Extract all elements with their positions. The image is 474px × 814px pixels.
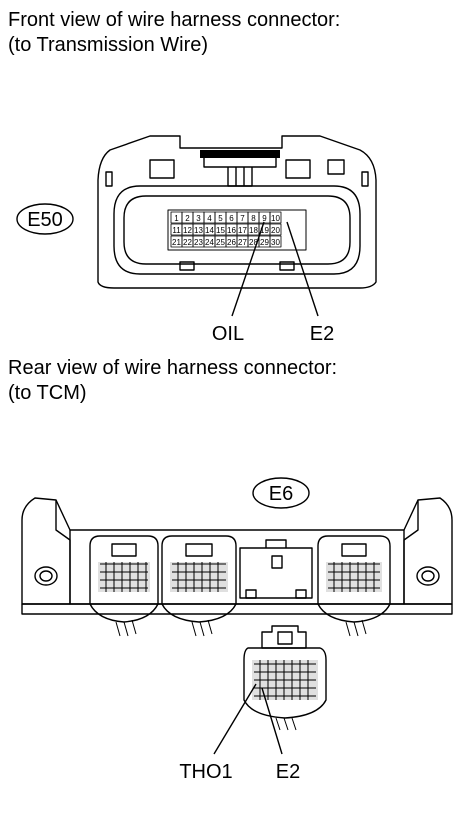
- e6-connector-name: E6: [269, 483, 293, 505]
- e50-pin-label: 12: [183, 226, 192, 235]
- rear-view-caption-line2: (to TCM): [8, 382, 87, 404]
- e50-pin-label: 2: [185, 214, 190, 223]
- front-view-caption-line1: Front view of wire harness connector:: [8, 9, 341, 31]
- e50-pin-label: 8: [251, 214, 256, 223]
- e50-pin-label: 30: [271, 238, 280, 247]
- tcm-socket-right: [317, 535, 391, 637]
- e50-pin-label: 19: [260, 226, 269, 235]
- e50-pin-label: 15: [216, 226, 225, 235]
- e50-pin-label: 27: [238, 238, 247, 247]
- e50-oil-leader: [231, 221, 265, 317]
- e6-e2-leader: [261, 687, 283, 755]
- e50-name-badge: [16, 203, 74, 235]
- e50-pin-label: 18: [249, 226, 258, 235]
- tcm-housing: [21, 497, 453, 615]
- e50-connector-body: [97, 135, 377, 289]
- e50-pin-label: 1: [174, 214, 179, 223]
- e50-callout-oil: OIL: [212, 323, 244, 345]
- e50-pin-numbers: 1 2 3 4 5 6 7 8 9 10 11 12 13 14 15 16 1…: [172, 214, 280, 247]
- e50-pin-label: 10: [271, 214, 280, 223]
- e50-pin-label: 9: [262, 214, 267, 223]
- e50-pin-label: 6: [229, 214, 234, 223]
- e50-pin-label: 3: [196, 214, 201, 223]
- front-view-caption: Front view of wire harness connector: (t…: [8, 8, 340, 58]
- e6-callout-e2: E2: [276, 761, 300, 783]
- e50-pin-label: 24: [205, 238, 214, 247]
- e50-pin-label: 16: [227, 226, 236, 235]
- e50-connector-name: E50: [27, 209, 63, 231]
- front-view-caption-line2: (to Transmission Wire): [8, 34, 209, 56]
- e50-pin-label: 17: [238, 226, 247, 235]
- tcm-socket-center-block: [239, 539, 313, 599]
- e50-pin-label: 20: [271, 226, 280, 235]
- e50-pin-label: 13: [194, 226, 203, 235]
- e50-e2-leader: [286, 221, 319, 317]
- rear-view-caption-line1: Rear view of wire harness connector:: [8, 357, 338, 379]
- e50-pin-label: 5: [218, 214, 223, 223]
- e50-pin-label: 26: [227, 238, 236, 247]
- e6-tho1-leader: [213, 683, 257, 755]
- e50-callout-e2: E2: [310, 323, 334, 345]
- e50-pin-label: 11: [172, 226, 181, 235]
- tcm-socket-middle: [161, 535, 237, 637]
- e50-pin-label: 28: [249, 238, 258, 247]
- e50-pin-label: 25: [216, 238, 225, 247]
- e50-pin-label: 4: [207, 214, 212, 223]
- e50-pin-label: 22: [183, 238, 192, 247]
- e50-pin-label: 29: [260, 238, 269, 247]
- e6-harness-connector: [243, 625, 327, 731]
- e50-pin-grid: [170, 211, 282, 248]
- e50-pin-label: 21: [172, 238, 181, 247]
- e6-callout-tho1: THO1: [179, 761, 232, 783]
- e6-name-badge: [252, 477, 310, 509]
- tcm-socket-left: [89, 535, 159, 637]
- e50-pin-label: 7: [240, 214, 245, 223]
- e50-pin-label: 14: [205, 226, 214, 235]
- rear-view-caption: Rear view of wire harness connector: (to…: [8, 356, 337, 406]
- e50-pin-label: 23: [194, 238, 203, 247]
